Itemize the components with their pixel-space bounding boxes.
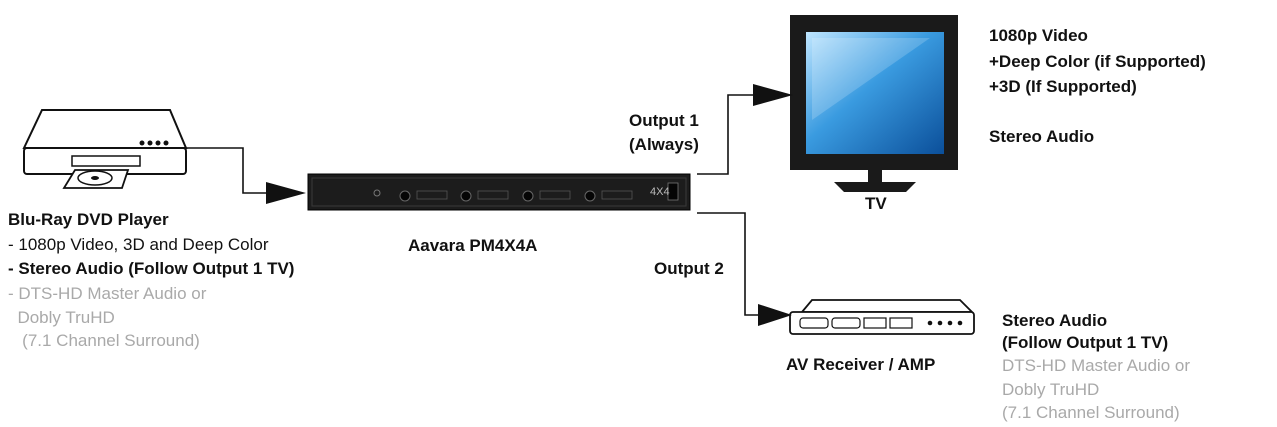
source-spec-line: Dobly TruHD — [8, 308, 115, 327]
tv-spec-line: +3D (If Supported) — [989, 77, 1137, 96]
tv-audio: Stereo Audio — [989, 127, 1095, 146]
source-spec-line: - DTS-HD Master Audio or — [8, 284, 207, 303]
receiver-label: AV Receiver / AMP — [786, 355, 936, 374]
receiver-spec-line: Dobly TruHD — [1002, 380, 1100, 399]
av-receiver-icon — [789, 299, 975, 335]
bluray-player-icon — [22, 109, 188, 189]
connector-output1 — [697, 84, 793, 175]
switcher-label: Aavara PM4X4A — [408, 236, 538, 255]
tv-spec-line: 1080p Video — [989, 26, 1088, 45]
source-spec-line: (7.1 Channel Surround) — [8, 331, 200, 350]
source-spec-line: - 1080p Video, 3D and Deep Color — [8, 235, 269, 254]
output2-label: Output 2 — [654, 259, 724, 278]
output1-label: Output 1 — [629, 111, 699, 130]
tv-label: TV — [865, 194, 887, 213]
connector-output2 — [697, 212, 792, 326]
receiver-spec-line: (7.1 Channel Surround) — [1002, 403, 1180, 422]
switcher-badge: 4X4 — [650, 186, 670, 198]
receiver-spec-line: Stereo Audio — [1002, 311, 1108, 330]
receiver-spec-line: DTS-HD Master Audio or — [1002, 356, 1190, 375]
switcher-device — [307, 173, 691, 211]
tv-spec-line: +Deep Color (if Supported) — [989, 52, 1206, 71]
tv-icon — [790, 15, 958, 192]
source-title: Blu-Ray DVD Player — [8, 210, 169, 229]
output1-sublabel: (Always) — [629, 135, 699, 154]
receiver-spec-line: (Follow Output 1 TV) — [1002, 333, 1169, 352]
source-spec-line: - Stereo Audio (Follow Output 1 TV) — [8, 259, 295, 278]
connector-player-to-switcher — [186, 147, 306, 204]
